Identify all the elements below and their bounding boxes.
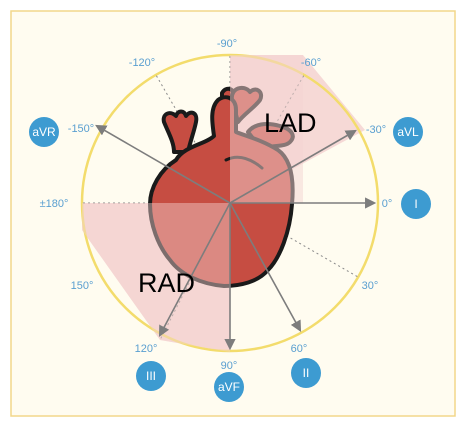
axis-lead-iii: [158, 202, 231, 337]
lead-i-label: I: [414, 197, 417, 211]
lead-badge-ii: II: [291, 358, 321, 388]
axis-lead-avl: [229, 129, 357, 204]
degree-minus-60: -60°: [301, 57, 321, 69]
lead-badge-i: I: [401, 189, 431, 219]
degree-minus-90: -90°: [217, 38, 237, 50]
lad-overlay: [230, 55, 303, 203]
axis-lead-ii: [229, 202, 302, 332]
lead-ii-label: II: [303, 366, 310, 380]
degree-minus-150: -150°: [68, 123, 94, 135]
degree-90: 90°: [221, 360, 238, 372]
rad-overlay: [82, 203, 230, 352]
degree-60: 60°: [291, 343, 308, 355]
lead-axes: [95, 124, 377, 351]
lead-badge-avl: aVL: [393, 117, 423, 147]
degree-120: 120°: [135, 343, 158, 355]
degree-minus-30: -30°: [366, 124, 386, 136]
lad-label: LAD: [264, 108, 317, 138]
degree-minus-120: -120°: [129, 57, 155, 69]
degree-30: 30°: [362, 280, 379, 292]
degree-150: 150°: [71, 280, 94, 292]
rad-label: RAD: [138, 268, 195, 298]
lead-badge-iii: III: [136, 361, 166, 391]
lead-iii-label: III: [146, 369, 156, 383]
lead-avf-label: aVF: [218, 380, 240, 394]
degree-plus-minus-180: ±180°: [40, 198, 69, 210]
axis-lead-avr: [95, 124, 231, 204]
lead-badge-avr: aVR: [29, 117, 59, 147]
lead-badge-avf: aVF: [214, 372, 244, 402]
lead-avr-label: aVR: [32, 125, 56, 139]
degree-zero: 0°: [382, 198, 393, 210]
lead-avl-label: aVL: [397, 125, 419, 139]
